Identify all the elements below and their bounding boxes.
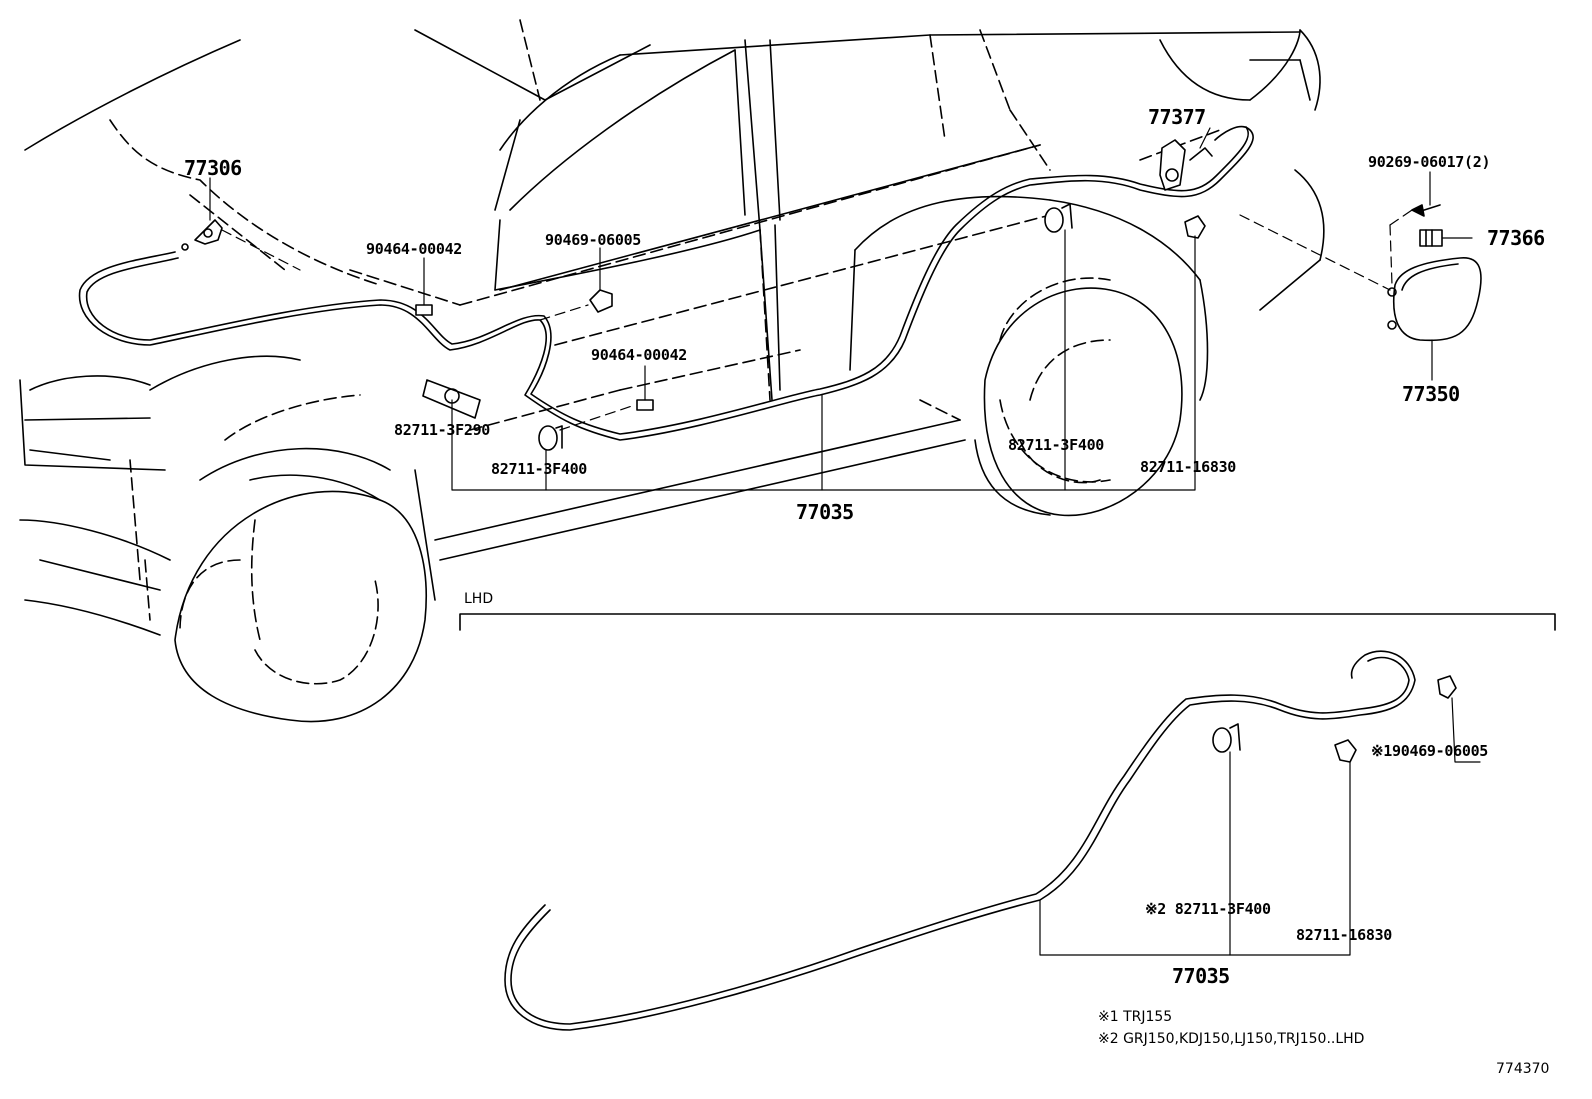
- vehicle-outline: [19, 29, 1325, 723]
- lhd-cable: [504, 650, 1416, 1031]
- label-clip-upper: 90464-00042: [366, 240, 463, 258]
- fuel-lid-screw-icon: [1411, 204, 1441, 217]
- diagram-id: 774370: [1496, 1061, 1550, 1077]
- fuel-lid-icon: [1387, 257, 1482, 342]
- label-lhd-clamp-marked: ※190469-06005: [1371, 742, 1489, 760]
- label-fuel-lid-screw: 90269-06017(2): [1368, 153, 1491, 171]
- fuel-lid-lock-icon: [1159, 139, 1213, 191]
- leader-lines: [209, 127, 1481, 956]
- label-clamp-front: 82711-3F290: [394, 421, 491, 439]
- section-label-lhd: LHD: [464, 591, 494, 607]
- label-fuel-lid: 77350: [1402, 382, 1460, 406]
- dashed-leaders: [221, 209, 1413, 431]
- hood-release-cable: [78, 125, 1254, 441]
- lhd-bracket: [459, 613, 1556, 631]
- label-lhd-clamp-rear: ※2 82711-3F400: [1145, 900, 1271, 918]
- label-clamp-mid: 82711-3F400: [491, 460, 588, 478]
- label-hood-latch-handle: 77306: [184, 156, 242, 180]
- label-clip-mid: 90464-00042: [591, 346, 688, 364]
- label-cable-main: 77035: [796, 500, 854, 524]
- label-clamp-upper: 90469-06005: [545, 231, 642, 249]
- note-1: ※1 TRJ155: [1098, 1009, 1173, 1025]
- vehicle-phantom-lines: [109, 19, 1221, 685]
- label-clamp-rear: 82711-3F400: [1008, 436, 1105, 454]
- note-2: ※2 GRJ150,KDJ150,LJ150,TRJ150..LHD: [1098, 1031, 1365, 1047]
- label-fuel-lid-lock: 77377: [1148, 105, 1206, 129]
- label-lhd-cable: 77035: [1172, 964, 1230, 988]
- hood-release-handle-icon: [181, 219, 223, 251]
- round-clamp-icon: [538, 203, 1241, 753]
- label-clamp-fuel: 82711-16830: [1140, 458, 1237, 476]
- label-fuel-lid-hinge: 77366: [1487, 226, 1545, 250]
- label-lhd-clamp-fuel: 82711-16830: [1296, 926, 1393, 944]
- clamp-icon: [589, 215, 1457, 763]
- fuel-lid-hinge-icon: [1419, 229, 1443, 247]
